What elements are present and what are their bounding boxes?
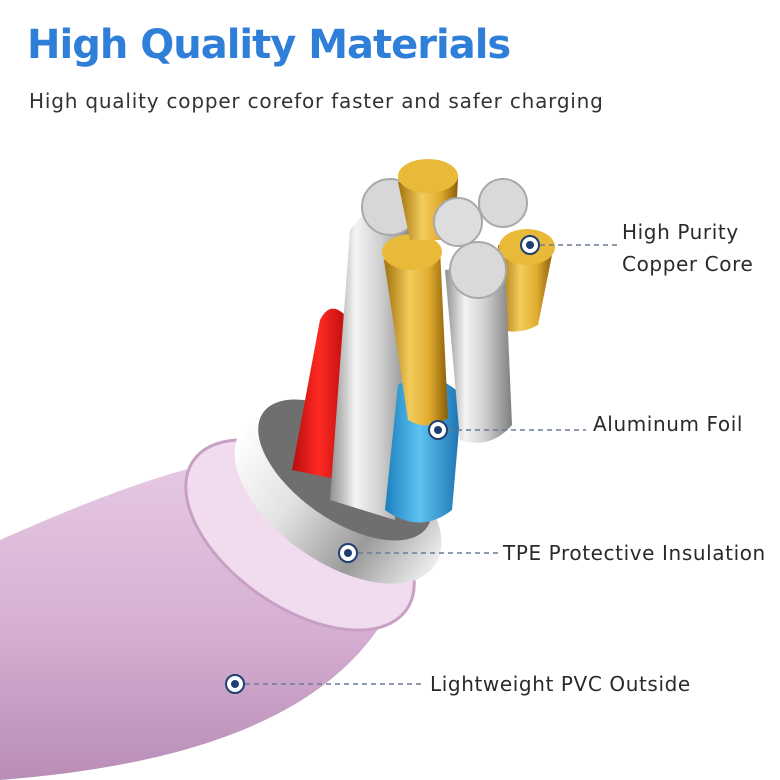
callout-copper-core	[520, 235, 620, 255]
gold-core-right	[498, 245, 553, 332]
label-tpe-insulation: TPE Protective Insulation	[503, 541, 766, 565]
red-wire	[292, 308, 345, 480]
label-copper-core: High Purity Copper Core	[622, 220, 754, 276]
silver-strands-right	[445, 262, 512, 443]
page-title: High Quality Materials	[27, 22, 511, 68]
label-pvc-outside: Lightweight PVC Outside	[430, 672, 691, 696]
label-aluminum-foil: Aluminum Foil	[593, 412, 744, 436]
callout-pvc-outside	[225, 674, 424, 694]
silver-strand-end-mid	[433, 197, 483, 247]
gold-core-front	[384, 248, 448, 426]
page-subtitle: High quality copper corefor faster and s…	[29, 89, 604, 113]
silver-strand-end-right	[449, 241, 507, 299]
callout-aluminum-foil	[428, 420, 586, 440]
gold-core-back-tip	[398, 159, 458, 193]
callout-tpe-insulation	[338, 543, 498, 563]
silver-strand-end-top	[478, 178, 528, 228]
gold-core-front-tip	[382, 234, 442, 270]
